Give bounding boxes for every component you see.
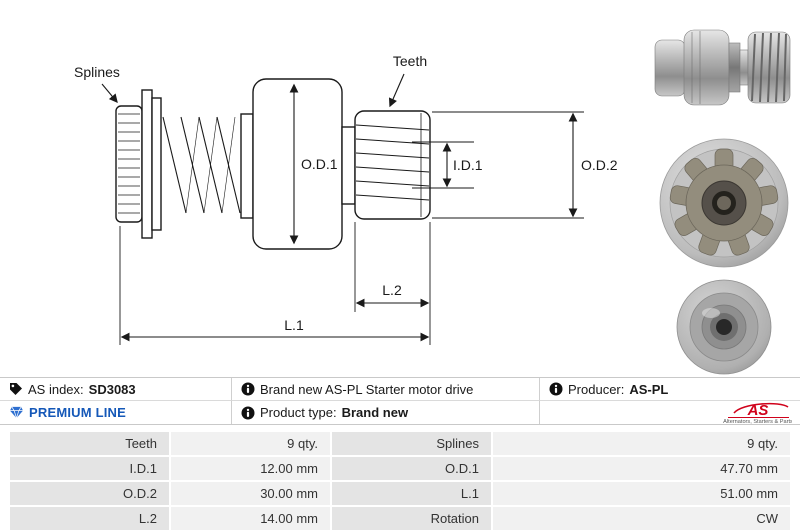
spring-coils (162, 116, 241, 214)
spec-label-cell: Rotation (332, 507, 491, 530)
spec-value-cell: 30.00 mm (171, 482, 330, 505)
gear-face (669, 148, 779, 256)
product-description: Brand new AS-PL Starter motor drive (260, 381, 474, 397)
premium-line-cell: PREMIUM LINE (0, 401, 232, 424)
producer-value: AS-PL (629, 381, 669, 397)
spec-label-cell: L.2 (10, 507, 169, 530)
product-type-label: Product type: (260, 405, 337, 420)
spec-value-cell: 12.00 mm (171, 457, 330, 480)
info-icon (241, 382, 255, 396)
product-photo-side (654, 29, 791, 106)
label-id1: I.D.1 (453, 157, 483, 173)
logo-text: AS (747, 402, 769, 419)
product-type-value: Brand new (341, 405, 409, 420)
producer-cell: Producer: AS-PL (540, 378, 800, 401)
spec-label-cell: Splines (332, 432, 491, 455)
product-photo-front (659, 138, 789, 268)
as-index-cell: AS index: SD3083 (0, 378, 232, 401)
spec-label-cell: I.D.1 (10, 457, 169, 480)
label-splines: Splines (74, 64, 120, 80)
product-photos (648, 6, 800, 376)
spec-label-cell: L.1 (332, 482, 491, 505)
producer-label: Producer: (568, 381, 625, 397)
info-bar: AS index: SD3083 Brand new AS-PL Starter… (0, 377, 800, 425)
description-cell: Brand new AS-PL Starter motor drive (232, 378, 540, 401)
as-pl-logo: AS Alternators, Starters & Parts (723, 402, 792, 424)
technical-drawing: Splines Teeth O.D.1 I.D.1 O.D.2 L.2 L.1 (74, 53, 618, 345)
spec-label-cell: O.D.2 (10, 482, 169, 505)
tag-icon (10, 383, 22, 395)
logo-subtext: Alternators, Starters & Parts (723, 419, 792, 424)
starter-drive-outline (115, 78, 431, 250)
label-l1: L.1 (284, 317, 304, 333)
spec-value-cell: 51.00 mm (493, 482, 790, 505)
label-l2: L.2 (382, 282, 402, 298)
diamond-icon (10, 406, 23, 419)
dimension-lines (101, 73, 584, 345)
product-type-cell: Product type: Brand new (232, 401, 540, 424)
spline-hatching (118, 113, 140, 214)
label-od2: O.D.2 (581, 157, 618, 173)
spec-value-cell: 47.70 mm (493, 457, 790, 480)
as-index-label: AS index: (28, 381, 84, 397)
spec-label-cell: O.D.1 (332, 457, 491, 480)
as-index-value: SD3083 (88, 381, 136, 397)
gear-teeth-lines (355, 113, 430, 217)
info-icon (241, 406, 255, 419)
spec-value-cell: 14.00 mm (171, 507, 330, 530)
spec-value-cell: 9 qty. (493, 432, 790, 455)
spec-value-cell: 9 qty. (171, 432, 330, 455)
spec-label-cell: Teeth (10, 432, 169, 455)
label-teeth: Teeth (393, 53, 427, 69)
spec-value-cell: CW (493, 507, 790, 530)
product-photo-rear (676, 279, 772, 375)
brand-logo-cell: AS Alternators, Starters & Parts (540, 401, 800, 424)
info-icon (549, 382, 563, 396)
premium-line-label: PREMIUM LINE (29, 405, 127, 420)
specs-table: Teeth 9 qty. Splines 9 qty. I.D.1 12.00 … (10, 432, 790, 530)
label-od1: O.D.1 (301, 156, 338, 172)
